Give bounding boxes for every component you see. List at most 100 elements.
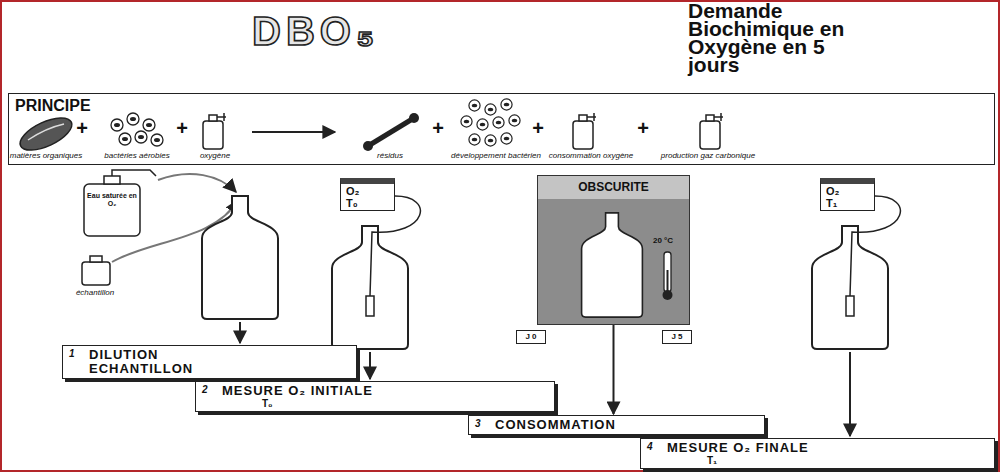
day-label: J 5: [666, 332, 688, 342]
step-box: 1DILUTION ECHANTILLON: [62, 345, 357, 379]
step-arrows: [239, 322, 241, 343]
flow-arrow: [613, 325, 615, 414]
wash-bottle: [84, 184, 140, 236]
bacteria-growth: [501, 133, 512, 144]
bacteria-cluster: [111, 113, 163, 146]
caption: échantillon: [60, 288, 130, 298]
carbon-dioxide-bottle: [700, 113, 723, 149]
step-box: 3CONSOMMATION: [468, 415, 765, 435]
wash-bottle: [84, 170, 156, 236]
oxygen-bottle: [203, 113, 226, 149]
oxygen-bottle: [203, 113, 226, 149]
caption: bactéries aérobies: [92, 151, 182, 161]
step-arrows: [240, 322, 850, 436]
caption: production gaz carbonique: [650, 151, 766, 161]
oxygen-consumption-bottle: [573, 113, 596, 149]
bacteria-cluster: [143, 119, 155, 131]
bacteria-cluster: [127, 113, 139, 125]
bottle-dilution: [202, 196, 278, 319]
oxygen-probe-initial: [366, 296, 374, 316]
carbon-dioxide-bottle: [700, 113, 723, 149]
sample-bottle: [82, 262, 110, 285]
reaction-arrow: [252, 132, 335, 133]
oxygen-consumption-bottle: [573, 113, 596, 149]
chamber-label: OBSCURITE: [542, 179, 685, 195]
bacteria-cluster: [111, 119, 123, 131]
dark-chamber-box: OBSCURITE: [537, 175, 690, 325]
step-title: MESURE O₂ FINALE: [667, 441, 986, 455]
organic-matter: [28, 124, 64, 140]
bacteria-cluster: [119, 133, 131, 145]
residue: [409, 113, 419, 123]
plus-sign: +: [172, 118, 192, 138]
bacteria-growth: [469, 100, 480, 111]
wash-bottle: [112, 170, 156, 176]
caption: résidus: [345, 151, 435, 161]
bacteria-cluster: [135, 131, 147, 143]
oxygen-probe-final: [846, 296, 854, 316]
oxygen-probe-final: [850, 196, 900, 296]
step-box: 4MESURE O₂ FINALET₁: [640, 438, 995, 469]
oxygen-meter: O₂T₀: [340, 178, 395, 211]
residue: [368, 118, 414, 146]
connector-layer: [613, 325, 614, 414]
meter-reading: O₂: [346, 185, 389, 197]
dark-chamber: [537, 175, 690, 325]
wash-bottle: [104, 176, 120, 184]
bacteria-growth: [485, 104, 496, 115]
sample-bottle: [82, 256, 110, 285]
step-title: MESURE O₂ INITIALE: [222, 384, 546, 398]
bottle-label: Eau saturée en O₂: [86, 192, 138, 208]
residue: [363, 113, 419, 151]
caption: développement bactérien: [442, 151, 550, 161]
step-title: CONSOMMATION: [495, 418, 756, 432]
organic-matter: [16, 111, 77, 156]
caption: consommation oxygène: [542, 151, 640, 161]
bacteria-growth: [501, 99, 512, 110]
temperature-label: 20 °C: [640, 236, 686, 246]
bacteria-growth: [485, 135, 496, 146]
meter-reading: O₂: [826, 185, 869, 197]
caption: matières organiques: [0, 151, 92, 161]
title: DBO₅: [252, 8, 379, 54]
step-arrows: [849, 352, 851, 436]
dark-chamber: [537, 175, 690, 325]
oxygen-probe-initial: [366, 196, 420, 316]
oxygen-probe-initial: [370, 196, 420, 296]
oxygen-meter: O₂T₁: [820, 178, 875, 211]
panel-heading: PRINCIPE: [15, 97, 988, 115]
oxygen-probe-final: [846, 196, 900, 316]
bacteria-cluster: [151, 134, 163, 146]
pour-arrows: [158, 174, 236, 192]
bacteria-growth: [469, 134, 480, 145]
bacteria-growth: [477, 119, 488, 130]
dark-chamber: [537, 175, 690, 199]
plus-sign: +: [428, 118, 448, 138]
sample-bottle: [90, 256, 102, 262]
day-tag: J 0: [516, 330, 546, 344]
step-box: 2MESURE O₂ INITIALET₀: [195, 381, 555, 412]
day-label: J 0: [520, 332, 542, 342]
bottle-incubation: [582, 213, 643, 317]
step-arrows: [369, 352, 371, 379]
day-tag: J 5: [662, 330, 692, 344]
thermometer: [664, 252, 671, 292]
reaction-arrow: [252, 131, 335, 133]
time-mark: T₁: [826, 197, 869, 209]
bacteria-growth: [493, 117, 504, 128]
thermometer: [667, 270, 669, 292]
bacteria-growth: [461, 99, 520, 146]
bacteria-growth: [461, 116, 472, 127]
time-mark: T₁: [667, 455, 986, 466]
residue: [363, 141, 373, 151]
time-mark: T₀: [222, 398, 546, 409]
step-title: DILUTION ECHANTILLON: [89, 348, 219, 376]
bacteria-growth: [509, 115, 520, 126]
plus-sign: +: [528, 118, 548, 138]
subtitle: Demande Biochimique en Oxygène en 5 jour…: [688, 2, 858, 74]
bottle-dilution: [202, 196, 278, 319]
organic-matter: [16, 111, 77, 156]
caption: oxygène: [180, 151, 250, 161]
